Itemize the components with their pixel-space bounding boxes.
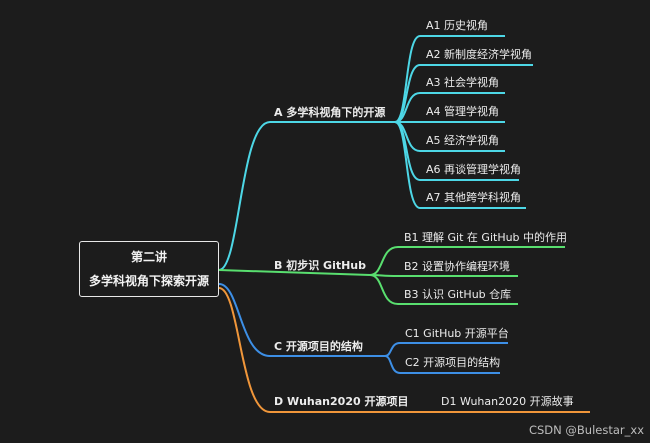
connector-root-c	[218, 283, 385, 357]
subtopic-a4[interactable]: A4 管理学视角	[426, 105, 500, 118]
connector-b1	[369, 246, 565, 276]
subtopic-a6[interactable]: A6 再谈管理学视角	[426, 163, 522, 176]
connector-root-d	[218, 287, 590, 413]
subtopic-a7[interactable]: A7 其他跨学科视角	[426, 191, 522, 204]
subtopic-b3[interactable]: B3 认识 GitHub 仓库	[404, 288, 512, 301]
subtopic-c2[interactable]: C2 开源项目的结构	[405, 356, 501, 369]
topic-c[interactable]: C 开源项目的结构	[274, 340, 363, 353]
subtopic-b1[interactable]: B1 理解 Git 在 GitHub 中的作用	[404, 231, 568, 244]
connector-c1	[384, 342, 508, 357]
subtopic-d1[interactable]: D1 Wuhan2020 开源故事	[441, 395, 574, 408]
subtopic-a2[interactable]: A2 新制度经济学视角	[426, 48, 533, 61]
connector-b2	[369, 274, 518, 277]
subtopic-a5[interactable]: A5 经济学视角	[426, 134, 500, 147]
connector-c2	[384, 355, 500, 374]
subtopic-b2[interactable]: B2 设置协作编程环境	[404, 260, 511, 273]
subtopic-a3[interactable]: A3 社会学视角	[426, 76, 500, 89]
watermark: CSDN @Bulestar_xx	[528, 423, 644, 437]
connector-b3	[369, 274, 518, 305]
connector-root-a	[218, 121, 395, 271]
subtopic-a1[interactable]: A1 历史视角	[426, 19, 489, 32]
connector-root-b	[218, 269, 371, 276]
root-topic[interactable]: 第二讲 多学科视角下探索开源	[79, 241, 219, 297]
connector-a3	[394, 92, 505, 123]
connector-a2	[394, 64, 533, 123]
topic-d[interactable]: D Wuhan2020 开源项目	[274, 395, 409, 408]
root-title-line2: 多学科视角下探索开源	[88, 274, 209, 288]
root-title-line1: 第二讲	[130, 250, 167, 264]
topic-a[interactable]: A 多学科视角下的开源	[274, 106, 386, 119]
topic-b[interactable]: B 初步识 GitHub	[274, 259, 367, 272]
connector-a7	[394, 121, 526, 209]
subtopic-c1[interactable]: C1 GitHub 开源平台	[405, 327, 509, 340]
